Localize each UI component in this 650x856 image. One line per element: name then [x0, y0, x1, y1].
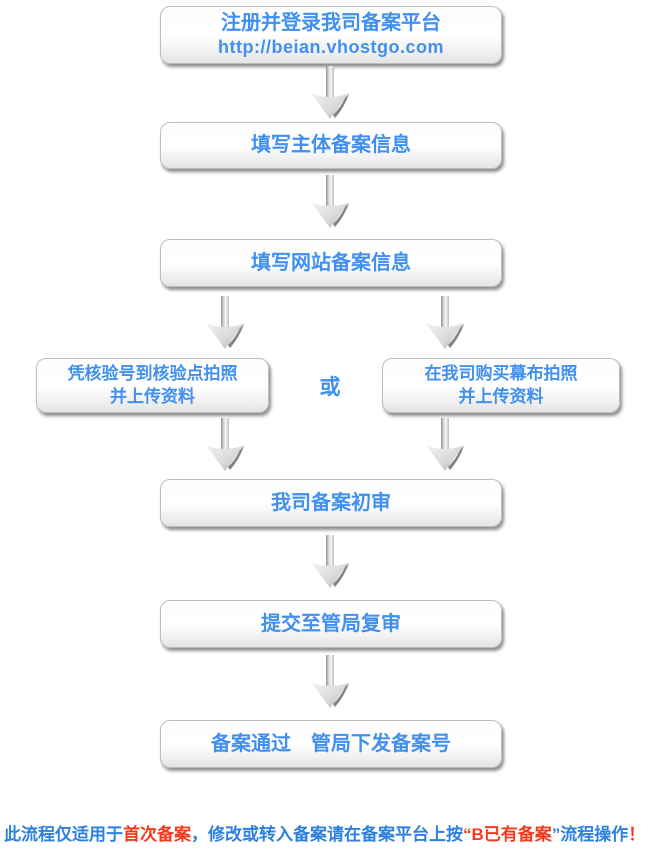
or-label-text: 或 [319, 376, 341, 399]
branch-buy-backdrop-line2: 并上传资料 [458, 386, 544, 406]
down-arrow-icon [308, 66, 352, 122]
step-subject-info-label: 填写主体备案信息 [251, 134, 411, 157]
beian-platform-url: http://beian.vhostgo.com [218, 37, 444, 58]
step-bureau-review-label: 提交至管局复审 [261, 612, 401, 635]
footer-segment: “B已有备案 [463, 825, 552, 844]
step-initial-review-label: 我司备案初审 [271, 491, 391, 514]
step-initial-review: 我司备案初审 [160, 479, 502, 527]
or-label: 或 [295, 360, 365, 412]
footer-note: 此流程仅适用于首次备案，修改或转入备案请在备案平台上按“B已有备案”流程操作！ [4, 820, 648, 845]
down-arrow-icon [308, 535, 352, 591]
branch-verify-point-line2: 并上传资料 [110, 386, 195, 406]
step-approved-label: 备案通过 管局下发备案号 [211, 732, 451, 755]
step-register-login-label: 注册并登录我司备案平台 [221, 11, 441, 34]
down-arrow-icon [308, 175, 352, 231]
branch-buy-backdrop: 在我司购买幕布拍照 并上传资料 [382, 358, 620, 413]
step-register-login: 注册并登录我司备案平台 http://beian.vhostgo.com [160, 6, 502, 64]
step-website-info: 填写网站备案信息 [160, 239, 502, 287]
footer-segment: ！ [628, 825, 646, 844]
footer-segment: ，修改或转入备案请在备案平台上按 [191, 825, 463, 844]
branch-buy-backdrop-line1: 在我司购买幕布拍照 [424, 364, 578, 384]
step-subject-info: 填写主体备案信息 [160, 122, 502, 169]
down-arrow-icon [203, 296, 247, 352]
down-arrow-icon [423, 418, 467, 474]
down-arrow-icon [308, 655, 352, 711]
step-website-info-label: 填写网站备案信息 [251, 251, 411, 274]
down-arrow-icon [423, 296, 467, 352]
footer-segment: 此流程仅适用于 [4, 825, 123, 844]
step-approved: 备案通过 管局下发备案号 [160, 720, 502, 768]
down-arrow-icon [203, 418, 247, 474]
branch-verify-point-line1: 凭核验号到核验点拍照 [67, 364, 238, 384]
footer-segment: 首次备案 [123, 825, 191, 844]
footer-segment: ”流程操作 [551, 825, 629, 844]
step-bureau-review: 提交至管局复审 [160, 600, 502, 648]
branch-verify-point: 凭核验号到核验点拍照 并上传资料 [36, 358, 269, 413]
